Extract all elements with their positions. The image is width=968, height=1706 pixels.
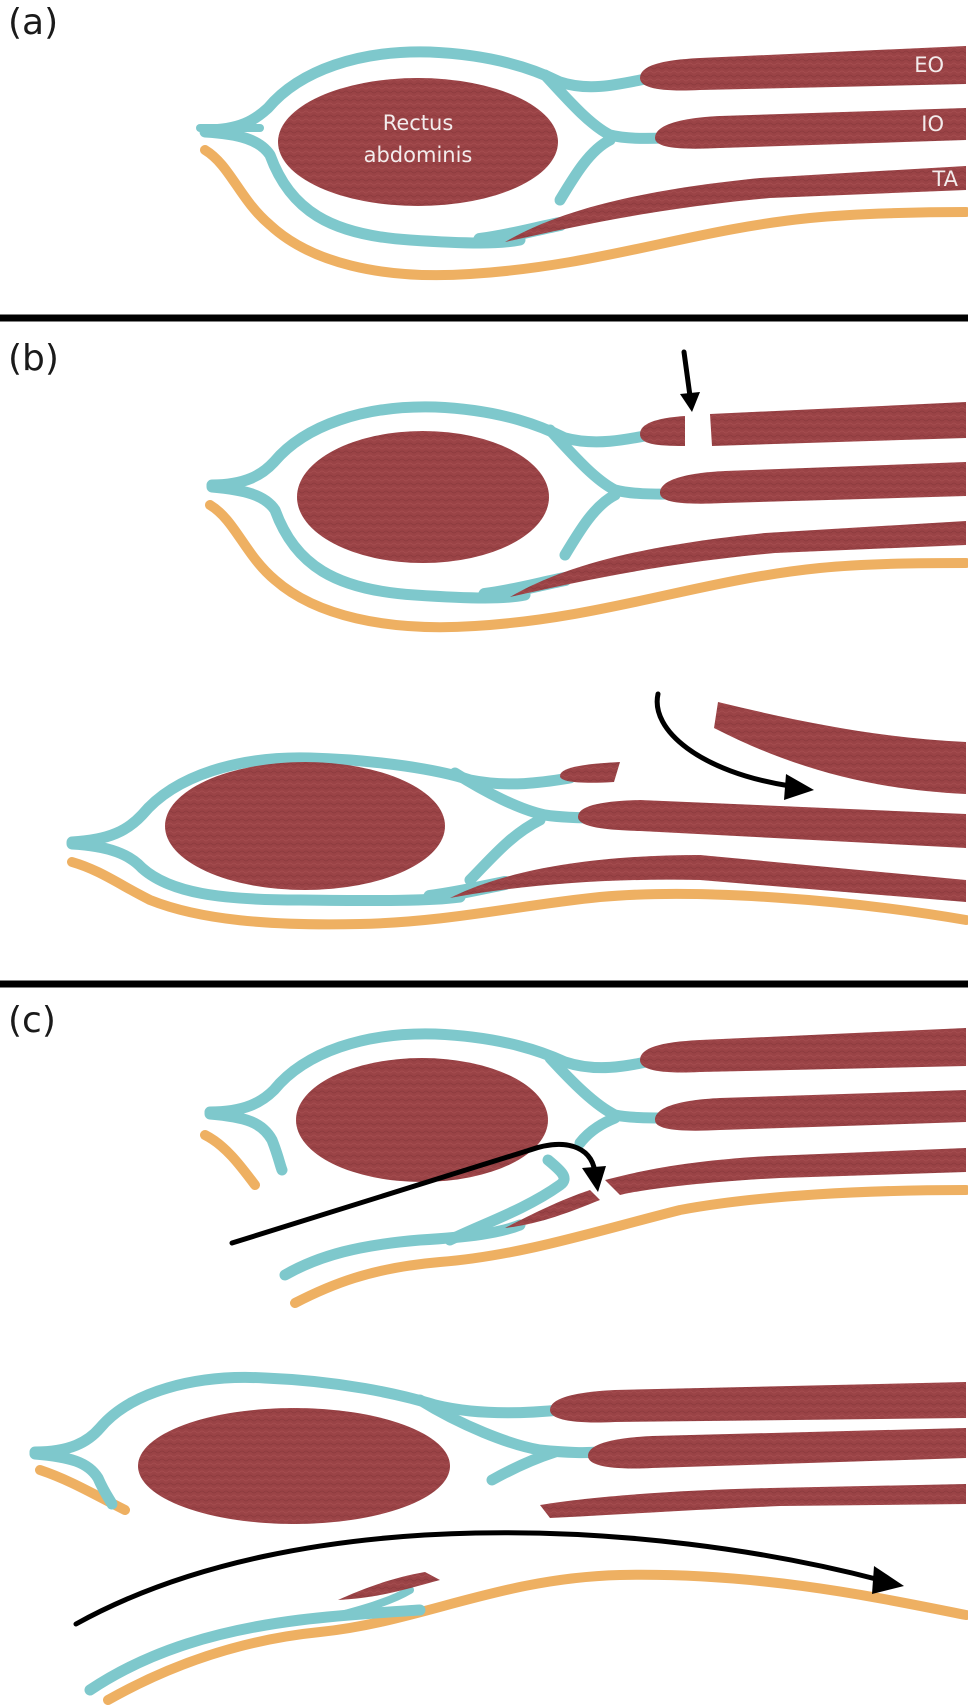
rectus-abdominis-muscle [296,1058,548,1182]
panel-b-step2 [66,691,968,930]
rectus-abdominis-muscle [138,1408,450,1524]
eo-label: EO [914,53,944,77]
transversus-abdominis-muscle-lateral [605,1148,966,1195]
external-oblique-muscle-lateral [710,402,966,446]
down-arrow-icon [680,349,700,412]
external-oblique-muscle-lateral-released [714,702,966,794]
rectus-abdominis-muscle [278,78,558,206]
transversus-abdominis-muscle-medial [338,1572,440,1600]
panel-c-step1 [200,1028,968,1308]
panel-a-label: (a) [8,2,58,43]
curved-arrow-icon [229,1142,606,1246]
panel-b-label: (b) [8,338,59,379]
curved-arrow-icon [654,691,814,800]
rectus-abdominis-muscle [297,431,549,563]
panel-a: (a) Rectus abdominis EO IO TA [8,2,968,281]
transversalis-fascia [200,145,968,281]
rectus-abdominis-muscle [165,762,445,890]
panel-c-step2 [29,1371,968,1705]
transversus-abdominis-muscle [505,166,966,242]
internal-oblique-muscle [578,800,966,848]
panel-b: (b) [8,338,968,930]
panel-c: (c) [8,1000,968,1705]
internal-oblique-muscle [660,462,966,504]
io-label: IO [921,112,944,136]
panel-c-label: (c) [8,1000,56,1041]
curved-arrow-icon [73,1530,904,1627]
external-oblique-muscle [550,1382,966,1423]
ta-label: TA [931,167,958,191]
rectus-label-line2: abdominis [364,143,473,167]
rectus-label-line1: Rectus [383,111,454,135]
internal-oblique-muscle [655,108,966,149]
transversus-abdominis-muscle-lateral [540,1484,966,1518]
internal-oblique-muscle [655,1090,966,1131]
external-oblique-muscle-medial [560,762,620,783]
rectus-sheath [196,46,676,249]
panel-b-step1 [205,349,968,633]
transversus-abdominis-muscle [450,855,966,902]
transversus-abdominis-muscle-medial [505,1190,600,1228]
external-oblique-muscle [640,1028,966,1073]
external-oblique-muscle [640,46,966,91]
internal-oblique-muscle [588,1428,966,1469]
external-oblique-muscle-medial [640,416,685,446]
transversus-abdominis-muscle [510,521,966,597]
